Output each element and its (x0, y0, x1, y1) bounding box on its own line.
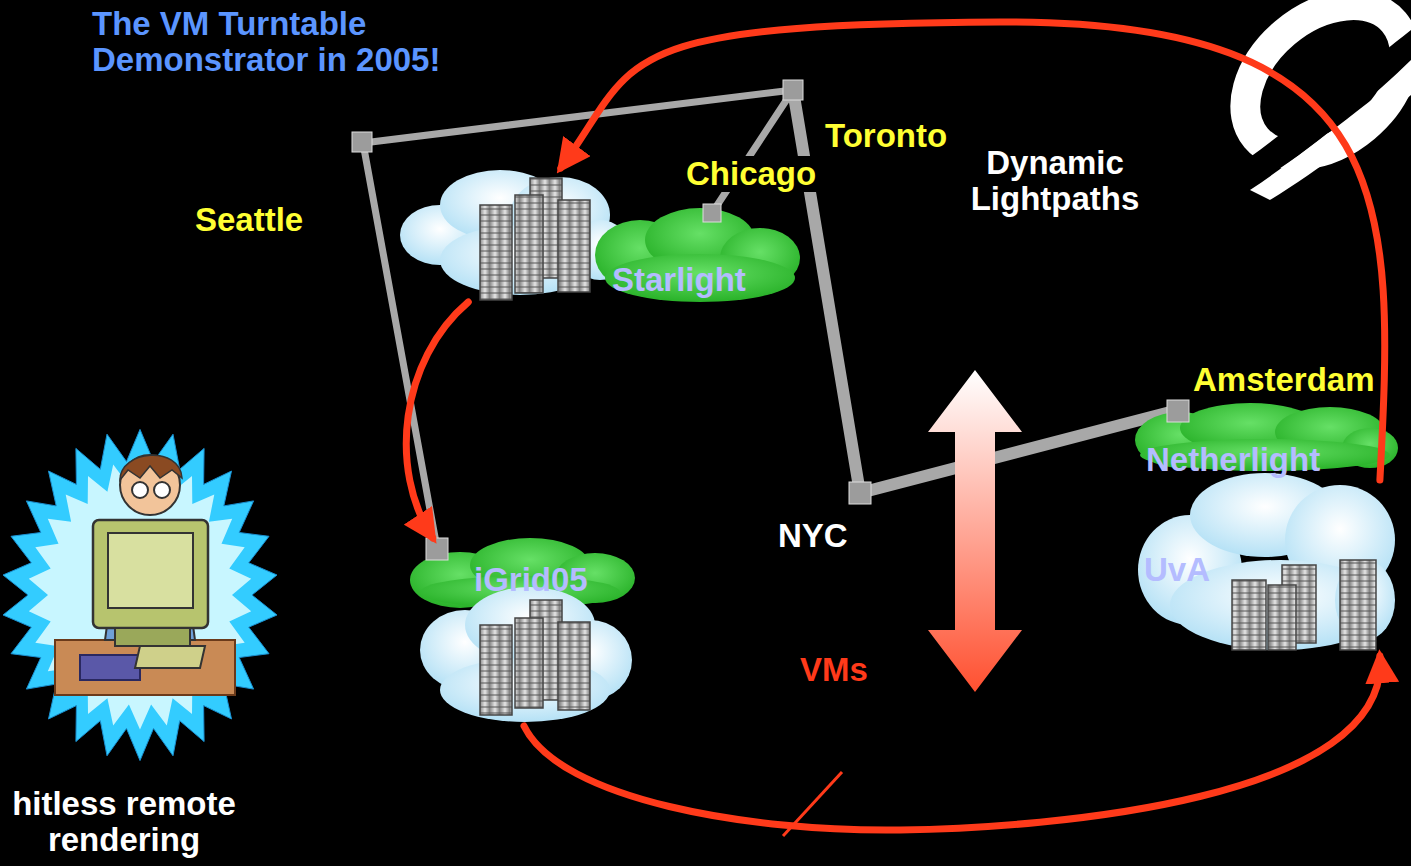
blue-cloud (1138, 473, 1395, 650)
site-label: iGrid05 (474, 562, 588, 598)
diagram-title: The VM Turntable Demonstrator in 2005! (92, 6, 532, 78)
green-cloud (595, 208, 800, 302)
cloud-site: iGrid05 (410, 538, 638, 726)
double-arrow (928, 370, 1022, 692)
network-links (363, 90, 1178, 548)
map-label: Chicago (683, 156, 819, 192)
green-cloud (410, 538, 635, 608)
map-label: NYC (778, 518, 848, 554)
vm-migration-arrow (561, 22, 1385, 480)
site-label: Starlight (612, 262, 746, 298)
blue-cloud (420, 587, 632, 722)
network-node-squares (352, 80, 1189, 560)
map-label: Toronto (822, 118, 950, 154)
user-clipart (3, 429, 277, 760)
vm-migration-arrow (406, 302, 468, 538)
site-label: UvA (1144, 552, 1210, 588)
edge-label: VMs (800, 652, 868, 688)
map-label: Amsterdam (1193, 362, 1375, 398)
site-label: Netherlight (1146, 442, 1320, 478)
map-label: Dynamic Lightpaths (940, 145, 1170, 217)
cloud-site: UvA (1140, 480, 1398, 656)
vm-migration-arrow (524, 656, 1380, 830)
map-label: hitless remote rendering (4, 786, 244, 858)
server-towers (480, 178, 1376, 715)
blue-cloud (400, 170, 630, 295)
cloud-site: Netherlight (1140, 400, 1402, 480)
map-label: Seattle (195, 202, 303, 238)
